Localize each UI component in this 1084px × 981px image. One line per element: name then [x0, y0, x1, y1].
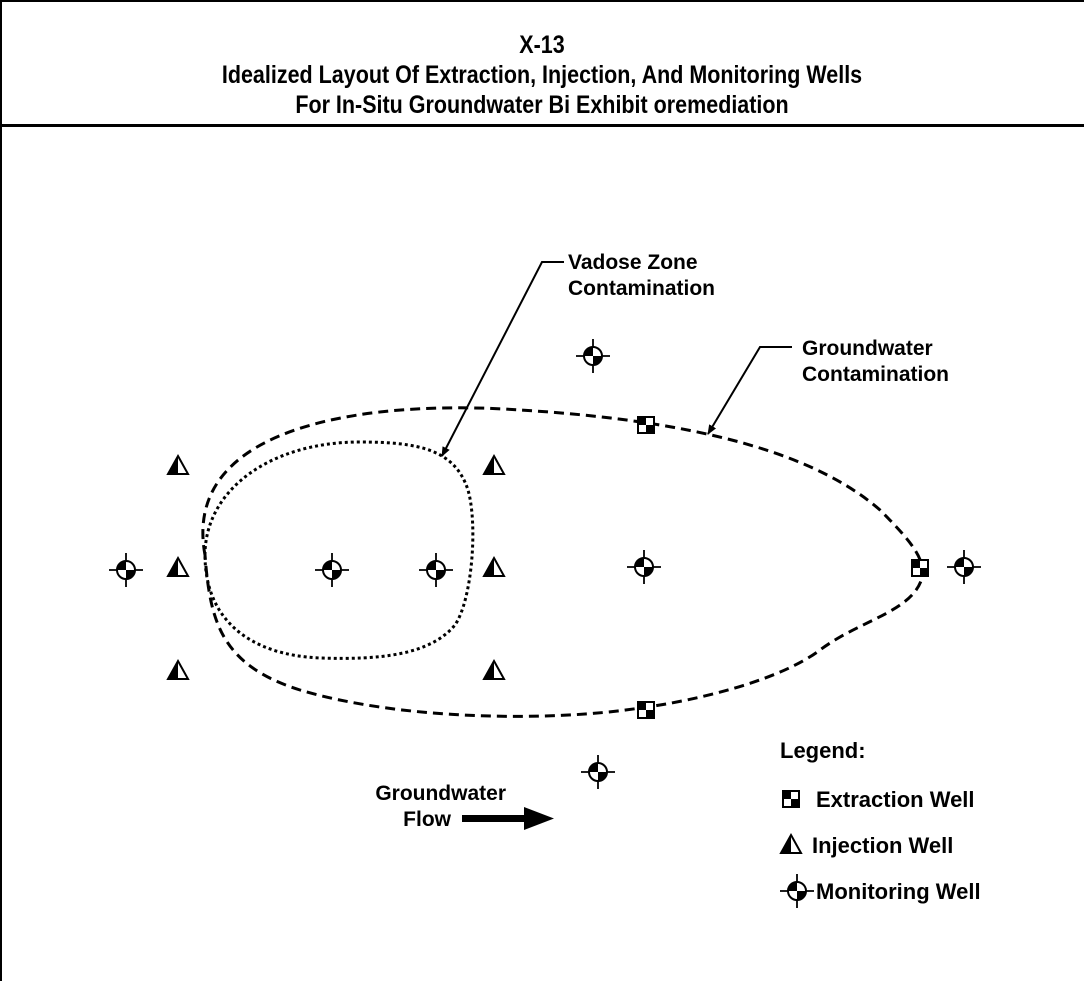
- monitoring-well-icon: [314, 552, 350, 588]
- injection-well-icon: [167, 660, 189, 680]
- injection-well-icon: [483, 557, 505, 577]
- groundwater-callout-leader: [707, 346, 792, 435]
- header-divider: [0, 124, 1084, 127]
- figure-title-line-2: For In-Situ Groundwater Bi Exhibit oreme…: [295, 91, 789, 119]
- groundwater-label-line-2: Contamination: [802, 363, 949, 386]
- legend-item-injection-well: Injection Well: [812, 833, 953, 858]
- legend-title: Legend:: [780, 738, 866, 763]
- legend-item-extraction-well: Extraction Well: [816, 787, 975, 812]
- extraction-well-icon: [911, 559, 929, 577]
- injection-well-icon: [167, 455, 189, 475]
- vadose-label-line-1: Vadose Zone: [568, 251, 698, 274]
- figure-header: X-13 Idealized Layout Of Extraction, Inj…: [76, 30, 1008, 120]
- monitoring-well-icon: [626, 549, 662, 585]
- extraction-well-icon: [637, 701, 655, 719]
- vadose-zone-boundary: [203, 440, 475, 660]
- monitoring-well-icon: [108, 552, 144, 588]
- flow-arrow-icon: [462, 807, 554, 830]
- monitoring-well-icon: [779, 873, 815, 909]
- monitoring-well-icon: [580, 754, 616, 790]
- extraction-well-icon: [637, 416, 655, 434]
- legend: Legend: Extraction Well Injection Well M…: [779, 738, 981, 909]
- legend-item-monitoring-well: Monitoring Well: [816, 879, 981, 904]
- flow-label-line-1: Groundwater: [375, 782, 506, 805]
- monitoring-well-icon: [946, 549, 982, 585]
- vadose-callout-leader: [441, 261, 564, 457]
- injection-well-icon: [780, 834, 802, 854]
- injection-well-icon: [167, 557, 189, 577]
- injection-well-icon: [483, 455, 505, 475]
- flow-label-line-2: Flow: [403, 808, 451, 831]
- vadose-label-line-2: Contamination: [568, 277, 715, 300]
- figure-title-line-1: Idealized Layout Of Extraction, Injectio…: [221, 61, 863, 89]
- groundwater-plume-boundary: [201, 406, 924, 718]
- extraction-well-icon: [782, 790, 800, 808]
- monitoring-well-icon: [418, 552, 454, 588]
- groundwater-label-line-1: Groundwater: [802, 337, 933, 360]
- monitoring-well-icon: [575, 338, 611, 374]
- injection-well-icon: [483, 660, 505, 680]
- figure-number: X-13: [519, 31, 565, 59]
